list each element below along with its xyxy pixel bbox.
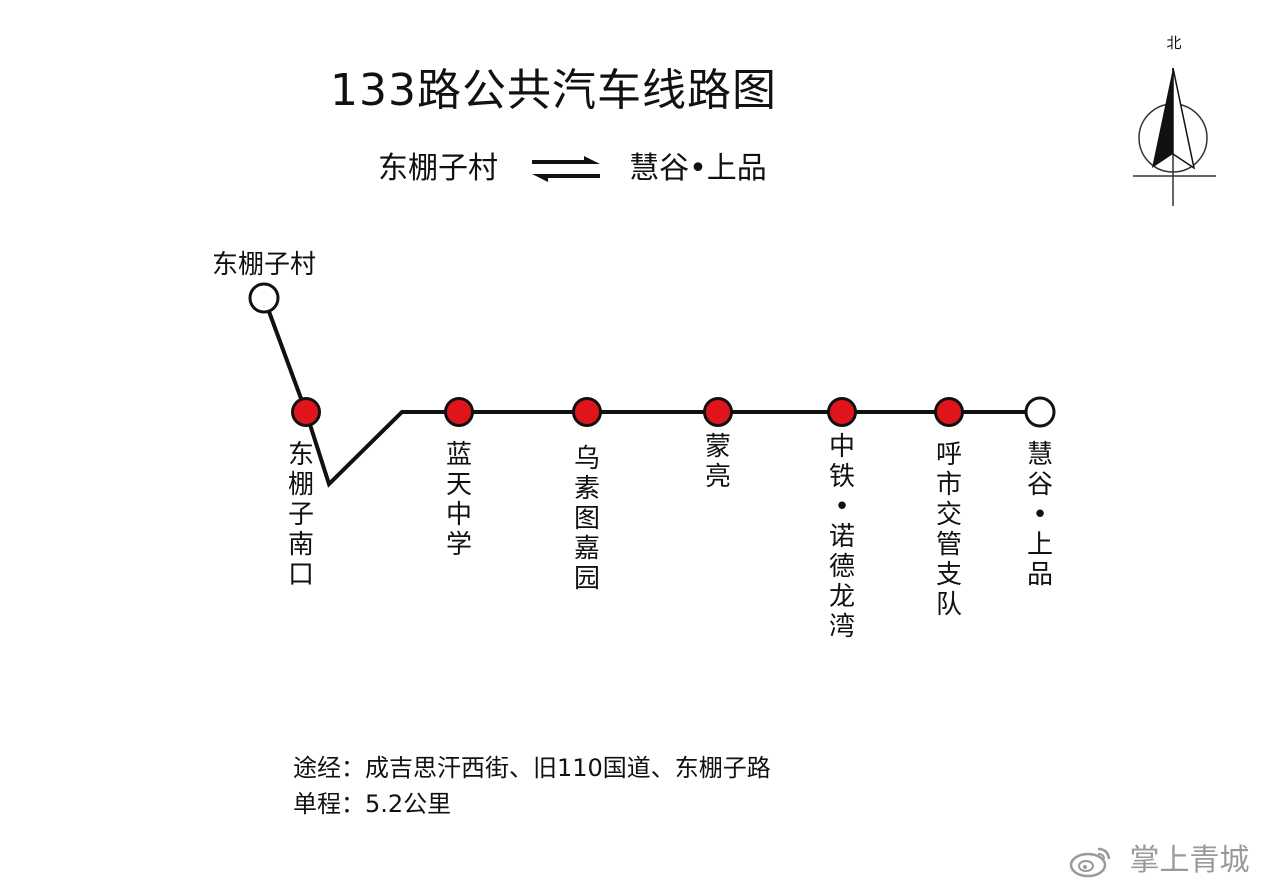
compass-north-label: 北 [1166,34,1182,52]
watermark-text: 掌上青城 [1129,842,1250,878]
stop-label: 蓝天中学 [445,440,472,560]
stop-label: 蒙亮 [704,432,731,492]
stop-marker [444,397,474,427]
stop-markers [248,282,1056,428]
route-direction: 东棚子村 慧谷•上品 [378,148,767,188]
bidirectional-arrows-icon [531,155,600,182]
stop-label: 乌素图嘉园 [573,444,600,594]
stop-marker [827,397,857,427]
terminal-stop-marker [1024,396,1056,428]
stop-marker [934,397,964,427]
stop-marker [291,397,321,427]
stop-marker [572,397,602,427]
terminal-stop-marker [248,282,280,314]
route-line [262,297,1040,488]
route-origin: 东棚子村 [378,150,498,186]
route-destination: 慧谷•上品 [629,150,767,186]
watermark: 掌上青城 [1068,838,1250,882]
weibo-icon [1069,847,1111,877]
stop-label: 慧谷•上品 [1026,440,1053,590]
stop-label: 呼市交管支队 [935,440,962,620]
north-arrow-icon [1133,67,1216,206]
stop-label: 中铁•诺德龙湾 [828,432,855,642]
route-distance: 单程：5.2公里 [293,790,452,818]
route-via: 途经：成吉思汗西街、旧110国道、东棚子路 [293,754,771,782]
page-title: 133路公共汽车线路图 [330,65,777,116]
stop-marker [703,397,733,427]
stop-label: 东棚子村 [212,250,317,280]
stop-label: 东棚子南口 [287,440,314,590]
